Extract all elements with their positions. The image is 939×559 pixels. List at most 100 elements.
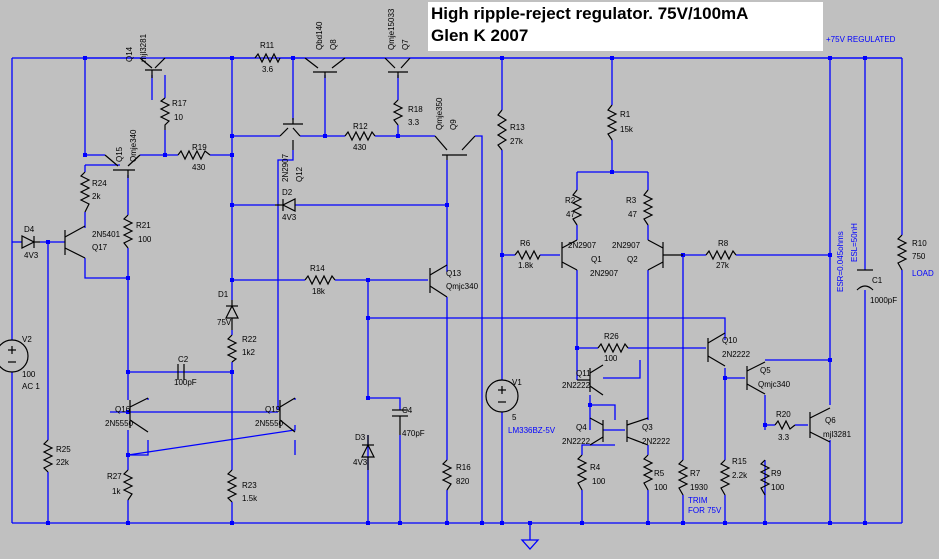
transistor-q5 [746, 361, 766, 395]
resistor-r17 [159, 97, 171, 130]
label-q5-ref: Q5 [760, 366, 771, 375]
label-q14-ref: Q14 [125, 46, 134, 62]
label-r12-ref: R12 [353, 122, 368, 131]
transistor-q7 [384, 57, 411, 78]
diode-d4 [21, 235, 40, 249]
label-d3-ref: D3 [355, 433, 366, 442]
transistor-q13 [429, 264, 448, 298]
resistor-r2 [571, 189, 583, 226]
label-q3-model: 2N2222 [642, 437, 671, 446]
resistor-r6 [514, 249, 541, 261]
label-c4-ref: C4 [402, 406, 413, 415]
resistor-r7 [677, 459, 689, 496]
capacitor-c1 [856, 269, 874, 291]
label-r17-ref: R17 [172, 99, 187, 108]
label-r8-value: 27k [716, 261, 730, 270]
label-q10-model: 2N2222 [722, 350, 751, 359]
label-q8-ref: Q8 [329, 39, 338, 50]
label-r5-value: 100 [654, 483, 668, 492]
label-r1-ref: R1 [620, 110, 631, 119]
title-box: High ripple-reject regulator. 75V/100mA … [428, 2, 823, 51]
junction-dots [46, 56, 867, 525]
label-r25-value: 22k [56, 458, 70, 467]
resistor-r27 [122, 469, 134, 501]
label-r15-ref: R15 [732, 457, 747, 466]
label-r3-ref: R3 [626, 196, 637, 205]
label-q1-model: 2N2907 [590, 269, 619, 278]
label-r27-value: 1k [112, 487, 121, 496]
transistor-q1 [561, 239, 578, 271]
label-c2-value: 100pF [174, 378, 197, 387]
label-q4-ref: Q4 [576, 423, 587, 432]
label-r18-value: 3.3 [408, 118, 420, 127]
label-q16-ref: Q16 [115, 405, 131, 414]
label-c1-esl: ESL=50nH [850, 223, 859, 262]
label-r6-value: 1.8k [518, 261, 534, 270]
label-q2-model: 2N2907 [612, 241, 641, 250]
diode-d3 [361, 435, 375, 470]
label-v2-value: 100 [22, 370, 36, 379]
label-r24-value: 2k [92, 192, 101, 201]
label-load: LOAD [912, 269, 934, 278]
resistor-r9 [759, 459, 771, 496]
title-line-1: High ripple-reject regulator. 75V/100mA [431, 4, 749, 23]
label-r16-value: 820 [456, 477, 470, 486]
wires [11, 57, 903, 540]
label-r13-value: 27k [510, 137, 524, 146]
label-q11-model: 2N2222 [562, 381, 591, 390]
label-r1-value: 15k [620, 125, 634, 134]
label-r16-ref: R16 [456, 463, 471, 472]
resistor-r18 [392, 99, 404, 126]
label-r7-value: 1930 [690, 483, 708, 492]
label-r2-ref: R2 [565, 196, 576, 205]
resistor-r11 [254, 52, 281, 64]
label-r25-ref: R25 [56, 445, 71, 454]
label-c1-value: 1000pF [870, 296, 897, 305]
label-r2-value: 47 [566, 210, 575, 219]
label-d1-value: 75V [217, 318, 232, 327]
transistor-q11 [577, 364, 604, 396]
label-r23-ref: R23 [242, 481, 257, 490]
label-d4-value: 4V3 [24, 251, 39, 260]
resistor-r24 [79, 171, 91, 213]
label-r14-ref: R14 [310, 264, 325, 273]
label-r9-value: 100 [771, 483, 785, 492]
transistor-q3 [626, 417, 649, 446]
resistor-r21 [122, 214, 134, 249]
label-q4-model: 2N2222 [562, 437, 591, 446]
label-q16-model: 2N5550 [105, 419, 134, 428]
label-r7-ref: R7 [690, 469, 701, 478]
transistor-q2 [647, 239, 683, 271]
transistor-q4 [589, 417, 604, 446]
resistor-r8 [705, 249, 737, 261]
label-r4-value: 100 [592, 477, 606, 486]
label-q13-model: Qmjc340 [446, 282, 479, 291]
net-label-output: +75V REGULATED [826, 35, 896, 44]
label-d2-value: 4V3 [282, 213, 297, 222]
transistor-q15 [104, 154, 141, 178]
label-r26-ref: R26 [604, 332, 619, 341]
label-r20-ref: R20 [776, 410, 791, 419]
label-d1-ref: D1 [218, 290, 229, 299]
label-q17-ref: Q17 [92, 243, 108, 252]
resistor-r3 [642, 189, 654, 226]
resistor-r26 [597, 342, 629, 354]
resistor-r16 [441, 459, 453, 491]
label-q1-ref: Q1 [591, 255, 602, 264]
label-r23-value: 1.5k [242, 494, 258, 503]
label-q6-ref: Q6 [825, 416, 836, 425]
label-r14-value: 18k [312, 287, 326, 296]
label-q15-model: Qmje340 [129, 129, 138, 162]
transistor-q9 [434, 135, 476, 160]
label-q7-model: Qmje15033 [387, 8, 396, 50]
resistor-r4 [576, 454, 588, 491]
label-q5-model: Qmjc340 [758, 380, 791, 389]
label-r27-ref: R27 [107, 472, 122, 481]
resistor-r10 [896, 234, 908, 271]
capacitor-c2 [177, 364, 185, 380]
transistor-q14 [139, 57, 166, 78]
label-r19-value: 430 [192, 163, 206, 172]
label-r22-value: 1k2 [242, 348, 255, 357]
transistor-q10 [707, 332, 726, 367]
